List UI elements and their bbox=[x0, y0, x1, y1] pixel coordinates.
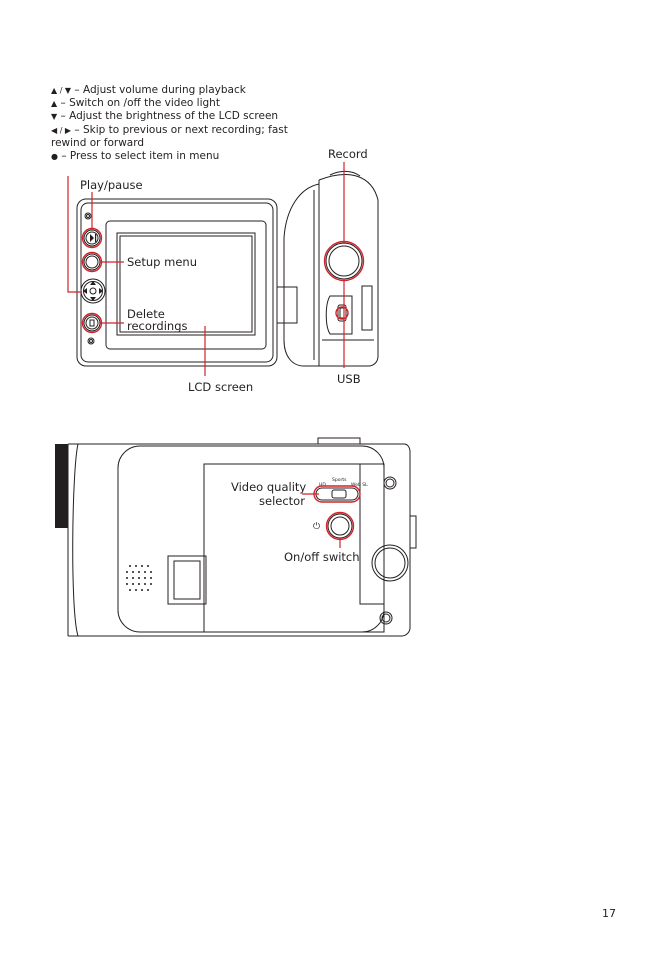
lcd-panel-illustration bbox=[76, 198, 298, 367]
legend-line-4: ◀ / ▶ – Skip to previous or next recordi… bbox=[51, 123, 288, 136]
legend-line-1: ▲ / ▼ – Adjust volume during playback bbox=[51, 84, 246, 96]
camcorder-body-illustration bbox=[67, 437, 417, 637]
button-legend: ▲ / ▼ – Adjust volume during playback ▲ … bbox=[51, 84, 288, 163]
legend-line-3: ▼ – Adjust the brightness of the LCD scr… bbox=[51, 110, 279, 123]
delete-label-line1: Delete bbox=[127, 307, 165, 321]
legend-line-6: ● – Press to select item in menu bbox=[51, 150, 220, 163]
on-off-switch-label: On/off switch bbox=[284, 550, 360, 564]
legend-line-2: ▲ – Switch on /off the video light bbox=[51, 97, 220, 110]
switch-label-hd: HD bbox=[319, 482, 326, 488]
video-quality-label-line2: selector bbox=[259, 494, 305, 508]
grip-texture bbox=[55, 444, 68, 528]
page-number: 17 bbox=[602, 907, 616, 920]
record-label: Record bbox=[328, 147, 368, 161]
usb-label: USB bbox=[337, 372, 361, 386]
delete-label-line2: recordings bbox=[127, 319, 188, 333]
video-quality-label-line1: Video quality bbox=[231, 480, 307, 494]
power-symbol-icon: ⏻ bbox=[313, 521, 320, 532]
switch-label-web: Web SL bbox=[351, 482, 368, 488]
speaker-grille bbox=[126, 565, 152, 591]
lcd-screen-label: LCD screen bbox=[188, 380, 254, 394]
play-pause-label: Play/pause bbox=[80, 178, 143, 192]
switch-label-sports: Sports bbox=[332, 477, 347, 483]
setup-menu-label: Setup menu bbox=[127, 255, 197, 269]
callout-lines bbox=[67, 162, 345, 548]
legend-line-5: rewind or forward bbox=[51, 136, 145, 149]
camcorder-side-illustration bbox=[283, 170, 379, 367]
